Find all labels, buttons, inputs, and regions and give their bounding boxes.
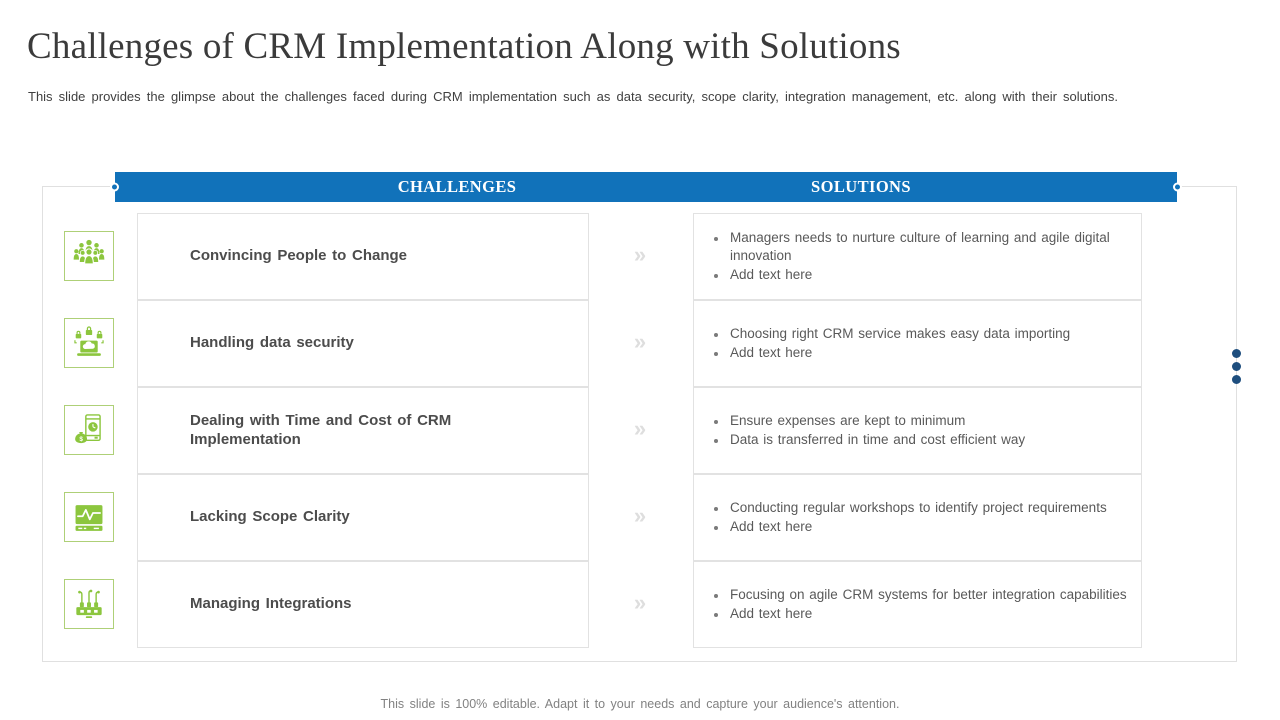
solution-text: Add text here — [730, 266, 813, 282]
solution-cell: Managers needs to nurture culture of lea… — [693, 213, 1142, 300]
challenge-label: Convincing People to Change — [190, 247, 408, 265]
solution-cell: Choosing right CRM service makes easy da… — [693, 300, 1142, 387]
table-header-bar: CHALLENGES SOLUTIONS — [110, 172, 1182, 202]
solution-item: Data is transferred in time and cost eff… — [708, 431, 1129, 450]
double-chevron-icon: » — [633, 416, 647, 441]
scope-clarity-icon — [75, 505, 103, 531]
dot-icon — [1232, 375, 1241, 384]
solution-text: Data is transferred in time and cost eff… — [730, 431, 1026, 447]
time-cost-icon: $ — [75, 414, 101, 443]
footer-note: This slide is 100% editable. Adapt it to… — [380, 697, 900, 711]
data-security-icon — [74, 326, 104, 356]
solution-item: Add text here — [708, 518, 1129, 537]
solution-item: Ensure expenses are kept to minimum — [708, 412, 1129, 431]
page-title: Challenges of CRM Implementation Along w… — [27, 26, 901, 67]
table-row: Lacking Scope Clarity » Conducting regular… — [0, 474, 1280, 561]
header-endcap-left-dot — [110, 182, 119, 192]
solution-item: Add text here — [708, 605, 1129, 624]
table-row: Managing Integrations » Focusing on agile … — [0, 561, 1280, 648]
solution-list: Managers needs to nurture culture of lea… — [694, 219, 1141, 295]
solution-item: Focusing on agile CRM systems for better… — [708, 586, 1129, 605]
solution-text: Add text here — [730, 518, 813, 534]
dot-icon — [1232, 349, 1241, 358]
data-security-icon-box — [64, 318, 114, 368]
bullet-icon — [714, 594, 718, 598]
solution-item: Add text here — [708, 266, 1129, 285]
solution-list: Conducting regular workshops to identify… — [694, 489, 1141, 546]
table-row: $ Dealing with Time and Cost of CRM Impl… — [0, 387, 1280, 474]
double-chevron-icon: » — [633, 590, 647, 615]
bullet-icon — [714, 236, 718, 241]
bullet-icon — [714, 612, 718, 617]
table-row: Handling data security » Choosing right CR… — [0, 300, 1280, 387]
solution-list: Choosing right CRM service makes easy da… — [694, 315, 1141, 372]
table-row: Convincing People to Change » Managers nee… — [0, 213, 1280, 300]
bullet-icon — [714, 525, 718, 530]
solution-item: Conducting regular workshops to identify… — [708, 499, 1129, 518]
bullet-icon — [714, 507, 718, 511]
integrations-icon — [76, 589, 102, 619]
integrations-icon-box — [64, 579, 114, 629]
double-chevron-icon: » — [633, 329, 647, 354]
people-group-icon-box — [64, 231, 114, 281]
solution-text: Focusing on agile CRM systems for better… — [730, 587, 1127, 602]
svg-text:$: $ — [79, 436, 83, 443]
solution-text: Ensure expenses are kept to minimum — [730, 413, 966, 428]
solution-text: Add text here — [730, 605, 813, 621]
challenge-label: Lacking Scope Clarity — [190, 508, 350, 526]
solution-cell: Focusing on agile CRM systems for better… — [693, 561, 1142, 648]
challenge-cell: Dealing with Time and Cost of CRM Implem… — [137, 387, 589, 474]
dot-icon — [1232, 362, 1241, 371]
solution-text: Choosing right CRM service makes easy da… — [730, 326, 1071, 341]
column-header-challenges: CHALLENGES — [397, 177, 517, 196]
bullet-icon — [714, 351, 718, 356]
solution-cell: Conducting regular workshops to identify… — [693, 474, 1142, 561]
challenge-cell: Convincing People to Change — [137, 213, 589, 300]
double-chevron-icon: » — [633, 503, 647, 528]
solution-text: Add text here — [730, 344, 813, 360]
bullet-icon — [714, 420, 718, 424]
time-cost-icon-box: $ — [64, 405, 114, 455]
solution-item: Add text here — [708, 344, 1129, 363]
column-header-solutions: SOLUTIONS — [811, 177, 911, 196]
solution-item: Choosing right CRM service makes easy da… — [708, 325, 1129, 344]
bullet-icon — [714, 438, 718, 443]
challenge-cell: Handling data security — [137, 300, 589, 387]
challenge-label: Managing Integrations — [190, 595, 352, 613]
solution-text: Conducting regular workshops to identify… — [730, 500, 1107, 515]
solution-text: Managers needs to nurture culture of lea… — [730, 229, 1110, 264]
challenge-cell: Lacking Scope Clarity — [137, 474, 589, 561]
challenge-cell: Managing Integrations — [137, 561, 589, 648]
challenge-label: Dealing with Time and Cost of CRM Implem… — [190, 411, 452, 448]
challenge-label: Handling data security — [190, 334, 354, 352]
bullet-icon — [714, 333, 718, 337]
bullet-icon — [714, 273, 718, 278]
decorative-ellipsis-dots — [1232, 349, 1241, 388]
solution-item: Managers needs to nurture culture of lea… — [708, 229, 1129, 266]
solution-list: Focusing on agile CRM systems for better… — [694, 576, 1141, 633]
slide-subtitle: This slide provides the glimpse about th… — [28, 89, 1118, 104]
people-group-icon — [73, 239, 105, 265]
scope-clarity-icon-box — [64, 492, 114, 542]
header-endcap-right-dot — [1173, 182, 1182, 192]
double-chevron-icon: » — [633, 242, 647, 267]
